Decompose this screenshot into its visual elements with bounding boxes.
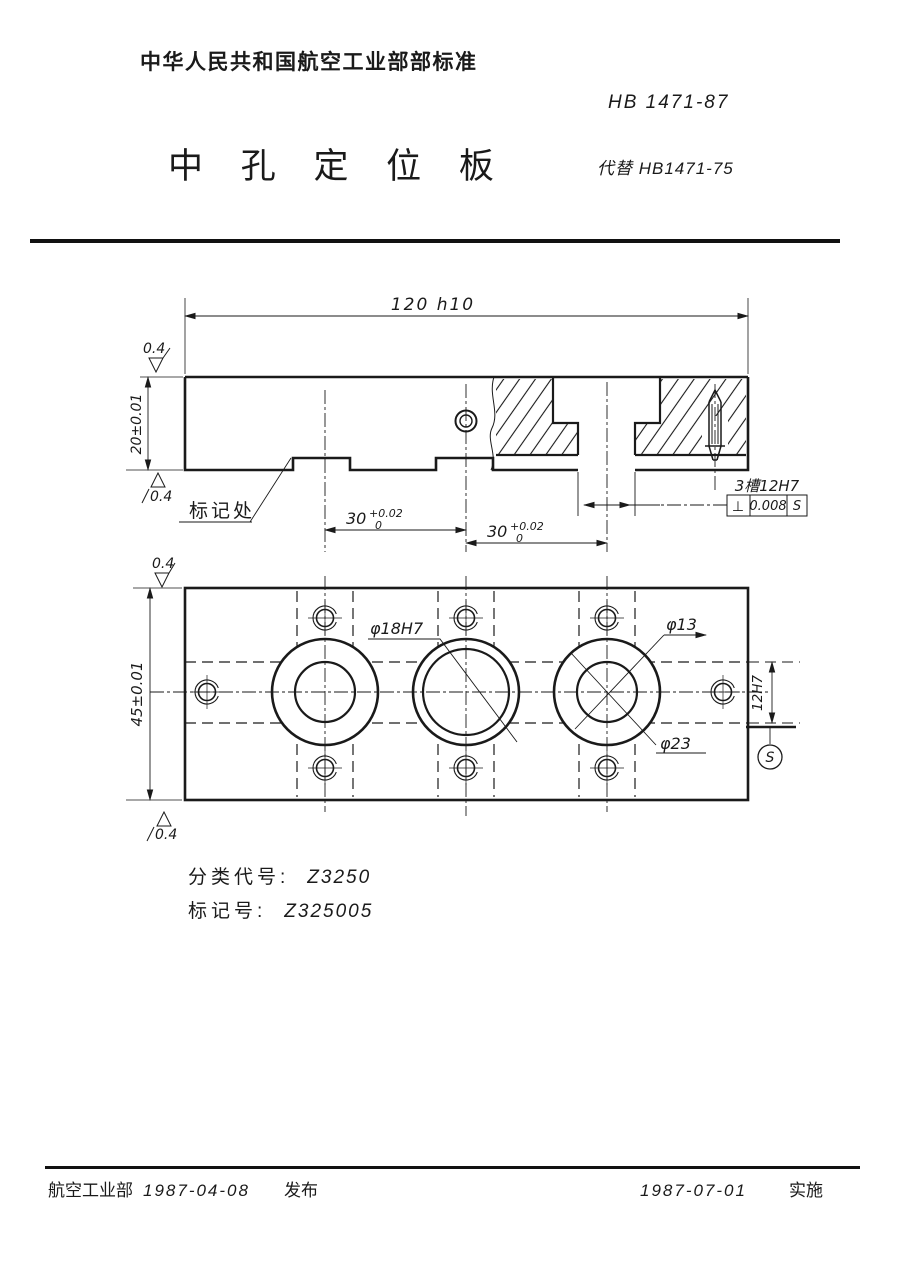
part-outline-plan bbox=[183, 586, 750, 802]
screw-hole bbox=[307, 600, 343, 636]
supersedes-note: 代替 HB1471-75 bbox=[597, 159, 734, 178]
surface-finish-top-left bbox=[148, 347, 171, 374]
center-hole-label: φ18H7 bbox=[370, 619, 424, 638]
front-centerlines bbox=[324, 382, 716, 552]
screw-hole bbox=[448, 600, 484, 636]
plan-view bbox=[126, 562, 800, 842]
slot-width-label: 12H7 bbox=[750, 675, 766, 711]
dim-width-label: 45±0.01 bbox=[128, 661, 146, 726]
marking-label: 标记号: bbox=[188, 901, 267, 922]
footer-effective: 1987-07-01 实施 bbox=[640, 1176, 823, 1201]
dim-pitch-left-tol-lower: 0 bbox=[375, 519, 382, 532]
dim-pitch-left-tol-upper: +0.02 bbox=[369, 507, 403, 520]
dim-pitch-right-tol-upper: +0.02 bbox=[510, 520, 544, 533]
footer-effective-action: 实施 bbox=[788, 1181, 823, 1200]
surface-finish-bottom-value-plan: 0.4 bbox=[155, 827, 177, 843]
page-title: 中 孔 定 位 板 bbox=[168, 147, 508, 186]
counterbore-label: φ23 bbox=[660, 734, 691, 753]
screw-hole bbox=[448, 750, 484, 786]
dim-pitch-right-value: 30 bbox=[487, 522, 507, 541]
small-hole-label: φ13 bbox=[666, 615, 697, 634]
surface-finish-bottom-left-plan bbox=[146, 810, 172, 842]
slot-note-label: 3槽12H7 bbox=[735, 477, 800, 495]
screw-hole bbox=[189, 674, 225, 710]
footer-issue-date: 1987-04-08 bbox=[143, 1181, 250, 1200]
surface-finish-top-value: 0.4 bbox=[143, 341, 165, 357]
marking-code: Z325005 bbox=[284, 901, 374, 922]
break-line bbox=[489, 376, 496, 471]
surface-finish-top-left-plan bbox=[154, 562, 176, 589]
leader-center-hole bbox=[368, 638, 518, 743]
section-hatch-right bbox=[635, 379, 746, 455]
dim-pitch-right-tol-lower: 0 bbox=[516, 532, 523, 545]
surface-finish-top-value-plan: 0.4 bbox=[152, 556, 174, 572]
surface-finish-bottom-value: 0.4 bbox=[150, 489, 172, 505]
t-slot-cavity bbox=[551, 377, 662, 455]
footer-issuer: 航空工业部 bbox=[48, 1181, 133, 1200]
surface-finish-bottom-left bbox=[141, 471, 166, 504]
standard-number: HB 1471-87 bbox=[608, 92, 730, 113]
screw-hole bbox=[307, 750, 343, 786]
datum-label: S bbox=[766, 750, 775, 766]
footer-divider bbox=[45, 1166, 860, 1169]
header-divider bbox=[30, 239, 840, 243]
screw-hole bbox=[705, 674, 741, 710]
tolerance-datum: S bbox=[793, 499, 801, 514]
screw-detail bbox=[705, 388, 725, 461]
leader-counterbore bbox=[570, 652, 706, 754]
marking-line: 标记号: Z325005 bbox=[188, 896, 373, 923]
datum-circle bbox=[757, 744, 783, 770]
document-header: 中华人民共和国航空工业部部标准 bbox=[140, 51, 478, 74]
footer-effective-date: 1987-07-01 bbox=[640, 1181, 747, 1200]
dim-length-label: 120 h10 bbox=[391, 295, 475, 315]
plan-centerlines bbox=[150, 576, 770, 816]
screw-hole bbox=[589, 750, 625, 786]
front-view bbox=[126, 298, 808, 552]
dim-thickness-label: 20±0.01 bbox=[129, 394, 145, 455]
dim-pitch-left-value: 30 bbox=[346, 509, 366, 528]
screw-hole bbox=[589, 600, 625, 636]
footer-issue-action: 发布 bbox=[283, 1181, 318, 1200]
section-hatch-left bbox=[496, 379, 578, 455]
mark-location-label: 标记处 bbox=[189, 500, 255, 522]
tolerance-symbol: ⊥ bbox=[732, 499, 744, 515]
classification-label: 分类代号: bbox=[188, 867, 290, 888]
classification-line: 分类代号: Z3250 bbox=[188, 862, 371, 889]
tolerance-value: 0.008 bbox=[749, 499, 786, 514]
tolerance-frame bbox=[726, 494, 808, 517]
footer-issue: 航空工业部 1987-04-08 发布 bbox=[48, 1176, 318, 1201]
classification-code: Z3250 bbox=[307, 867, 372, 888]
leader-small-hole bbox=[574, 634, 665, 730]
